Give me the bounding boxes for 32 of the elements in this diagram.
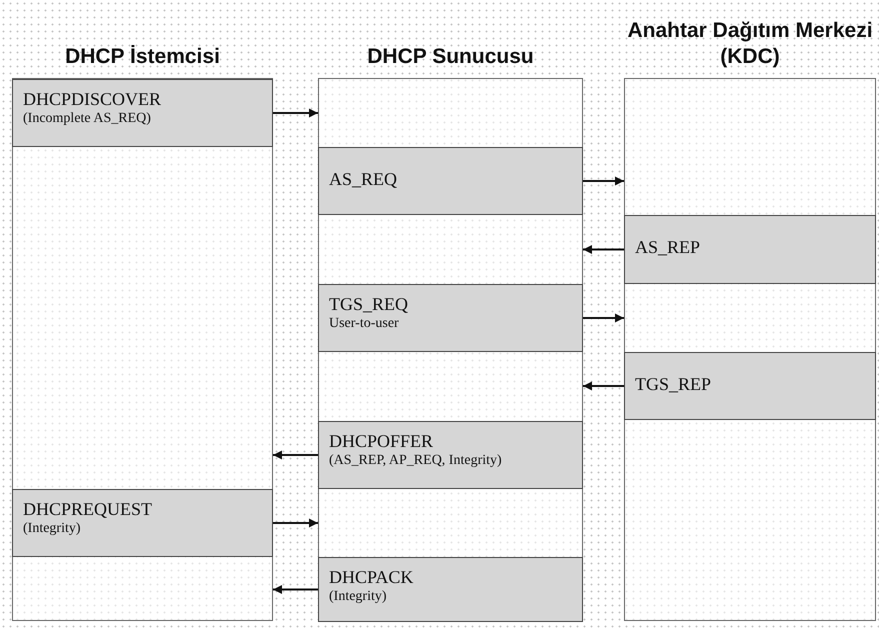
message-name: AS_REQ [329, 168, 398, 190]
message-detail: User-to-user [329, 315, 400, 333]
message-detail: (Incomplete AS_REQ) [23, 110, 152, 128]
message-box [318, 284, 583, 352]
message-box [624, 215, 876, 284]
message-box [318, 421, 583, 489]
arrow [273, 585, 318, 594]
arrow [583, 314, 624, 322]
message-box [624, 352, 876, 420]
message-box [318, 147, 583, 215]
message-name: DHCPREQUEST [23, 498, 154, 520]
message-box [318, 557, 583, 622]
arrow [273, 518, 318, 528]
message-detail: (Integrity) [23, 520, 82, 538]
arrow [273, 450, 318, 460]
message-detail: (AS_REP, AP_REQ, Integrity) [329, 452, 503, 470]
arrow [273, 108, 318, 118]
lane-heading: DHCP Sunucusu [366, 44, 535, 70]
arrow [583, 382, 624, 390]
message-detail: (Integrity) [329, 588, 388, 606]
message-name: DHCPDISCOVER [23, 88, 162, 110]
arrow [583, 245, 624, 254]
message-name: TGS_REP [635, 373, 712, 395]
lane-heading: Anahtar Dağıtım Merkezi (KDC) [626, 18, 874, 70]
message-box [12, 79, 273, 147]
message-name: DHCPACK [329, 566, 414, 588]
message-box [12, 489, 273, 557]
message-name: AS_REP [635, 236, 702, 258]
message-name: DHCPOFFER [329, 430, 434, 452]
lane-heading: DHCP İstemcisi [64, 44, 221, 70]
arrow [583, 176, 624, 186]
message-name: TGS_REQ [329, 293, 410, 315]
